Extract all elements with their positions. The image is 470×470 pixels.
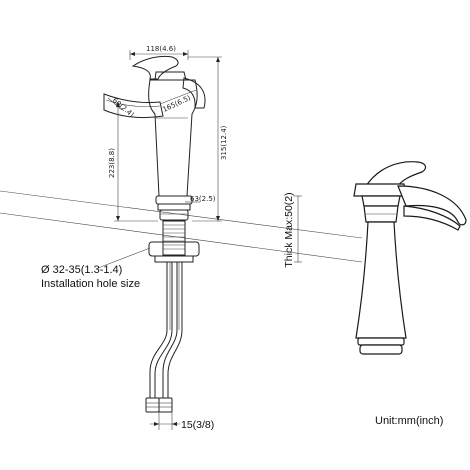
dim-thread-size-label: 15(3/8) [181, 419, 214, 431]
dim-total-height [188, 56, 222, 222]
supply-hoses [145, 262, 183, 413]
hole-size-label: Ø 32-35(1.3-1.4) [41, 264, 122, 276]
faucet-main [103, 55, 206, 221]
dim-handle-offset [159, 89, 197, 105]
dim-spout-length-label: 118(4.6) [146, 45, 176, 53]
dim-base-height-label: 223(8.8) [108, 148, 116, 178]
threaded-shank [148, 220, 200, 263]
dim-spout-opening [107, 97, 123, 111]
thickness-label: Thick Max:50(2) [283, 192, 295, 267]
dim-handle-offset-label: 165(6.5) [161, 94, 192, 114]
unit-label: Unit:mm(inch) [375, 415, 443, 427]
hole-caption: Installation hole size [41, 278, 140, 290]
hole-leader [97, 247, 151, 269]
dim-base-height [114, 102, 158, 222]
dim-base-diameter-label: 63(2.5) [190, 195, 216, 203]
dim-thread-size [150, 412, 180, 430]
dim-total-height-label: 315(12.4) [220, 125, 228, 160]
faucet-side-view [353, 161, 467, 355]
dim-spout-length [129, 50, 189, 60]
thickness-bracket [294, 195, 302, 263]
countertop [0, 190, 363, 263]
